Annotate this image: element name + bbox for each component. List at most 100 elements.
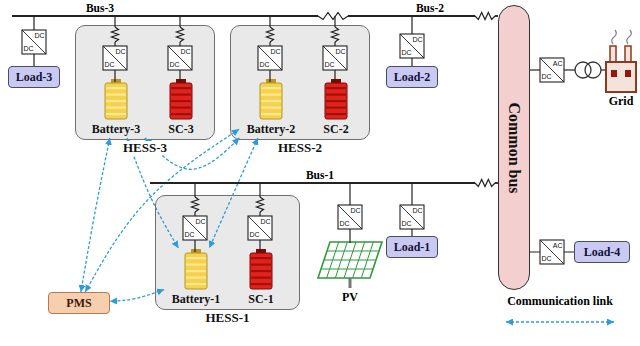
wire	[179, 16, 180, 27]
cell-band	[326, 100, 346, 102]
cell-band	[326, 94, 346, 96]
terminal	[256, 249, 266, 253]
cell-band	[106, 94, 126, 96]
wire	[259, 212, 260, 216]
communication-link	[127, 138, 178, 248]
converter-label: DC	[180, 48, 190, 56]
load-box: Load-3	[8, 66, 60, 88]
resistor-symbol	[267, 27, 274, 42]
supercapacitor-node: SC-2	[311, 78, 361, 138]
communication-link	[81, 138, 110, 292]
bus-label: Bus-1	[305, 169, 335, 182]
converter-box	[183, 216, 207, 240]
converter-label: DC	[270, 48, 280, 56]
wire	[269, 42, 270, 46]
wire	[411, 16, 412, 34]
converter-label: DC	[260, 218, 270, 226]
converter-label: DC	[340, 220, 350, 228]
resistor-symbol	[475, 180, 495, 187]
converter-label: DC	[325, 61, 335, 69]
converter-box	[540, 58, 564, 82]
transformer-coil	[585, 62, 601, 78]
converter-diagonal	[168, 46, 192, 70]
cell-band	[106, 87, 126, 89]
node-text: Load-4	[584, 245, 621, 259]
transformer-coil	[575, 62, 591, 78]
converter-diagonal	[22, 30, 46, 54]
converter-symbol	[168, 46, 192, 70]
converter-label: DC	[542, 73, 552, 81]
converter-box	[248, 216, 272, 240]
cell-band	[186, 257, 206, 259]
cell-body	[325, 83, 347, 119]
node-text: SC-3	[168, 122, 193, 136]
converter-diagonal	[400, 34, 424, 58]
converter-label: AC	[553, 242, 563, 250]
battery-icon	[239, 78, 303, 122]
hess-region: Battery-3SC-3HESS-3	[75, 25, 215, 140]
transformer-symbol	[575, 62, 606, 78]
wire	[12, 15, 318, 17]
cell-band	[261, 87, 281, 89]
node-text: Load-3	[16, 70, 53, 84]
legend-line-sample	[506, 321, 614, 322]
converter-label: DC	[185, 231, 195, 239]
node-text: Load-1	[394, 240, 431, 254]
load-box: Load-1	[386, 236, 438, 258]
converter-label: DC	[402, 220, 412, 228]
converter-symbol	[22, 30, 46, 54]
node-text: Battery-2	[247, 122, 296, 136]
converter-label: DC	[412, 207, 422, 215]
converter-label: DC	[105, 61, 115, 69]
common-bus-bar: Common bus	[498, 5, 530, 290]
cell-body	[170, 83, 192, 119]
converter-diagonal	[400, 205, 424, 229]
supercapacitor-icon	[311, 78, 361, 122]
converter-label: DC	[250, 231, 260, 239]
converter-label: DC	[260, 61, 270, 69]
smoke	[612, 30, 617, 44]
cell-band	[106, 100, 126, 102]
hess-region: Battery-1SC-1HESS-1	[155, 195, 300, 310]
converter-box	[338, 205, 362, 229]
supercapacitor-icon	[236, 248, 286, 292]
wire	[194, 212, 195, 216]
chimney	[625, 46, 631, 63]
supercapacitor-node: SC-1	[236, 248, 286, 308]
supercapacitor-icon	[156, 78, 206, 122]
cell-band	[251, 277, 271, 279]
wire	[564, 69, 575, 70]
converters	[22, 30, 564, 264]
wire	[114, 70, 115, 82]
battery-node: Battery-2	[239, 78, 303, 138]
wire	[179, 70, 180, 82]
wire	[33, 54, 34, 66]
battery-icon	[84, 78, 148, 122]
hess-region: Battery-2SC-2HESS-2	[230, 25, 370, 140]
wire	[530, 69, 540, 70]
factory-window	[611, 70, 617, 77]
cell-band	[251, 264, 271, 266]
wire	[334, 70, 335, 82]
converter-symbol	[400, 205, 424, 229]
wire	[194, 240, 195, 252]
cell-body	[185, 253, 207, 289]
cell-body	[250, 253, 272, 289]
converter-box	[22, 30, 46, 54]
node-text: SC-2	[323, 122, 348, 136]
converter-diagonal	[540, 240, 564, 264]
converter-diagonal	[103, 46, 127, 70]
converter-symbol	[103, 46, 127, 70]
cell-body	[105, 83, 127, 119]
communication-link	[110, 290, 164, 302]
terminal	[111, 79, 121, 83]
wire	[179, 42, 180, 46]
terminal	[176, 79, 186, 83]
converter-symbol	[183, 216, 207, 240]
resistor-symbol	[192, 197, 199, 212]
bus-label: Bus-3	[85, 2, 115, 15]
terminal	[266, 79, 276, 83]
terminal	[331, 79, 341, 83]
cell-band	[251, 270, 271, 272]
wire	[411, 229, 412, 236]
